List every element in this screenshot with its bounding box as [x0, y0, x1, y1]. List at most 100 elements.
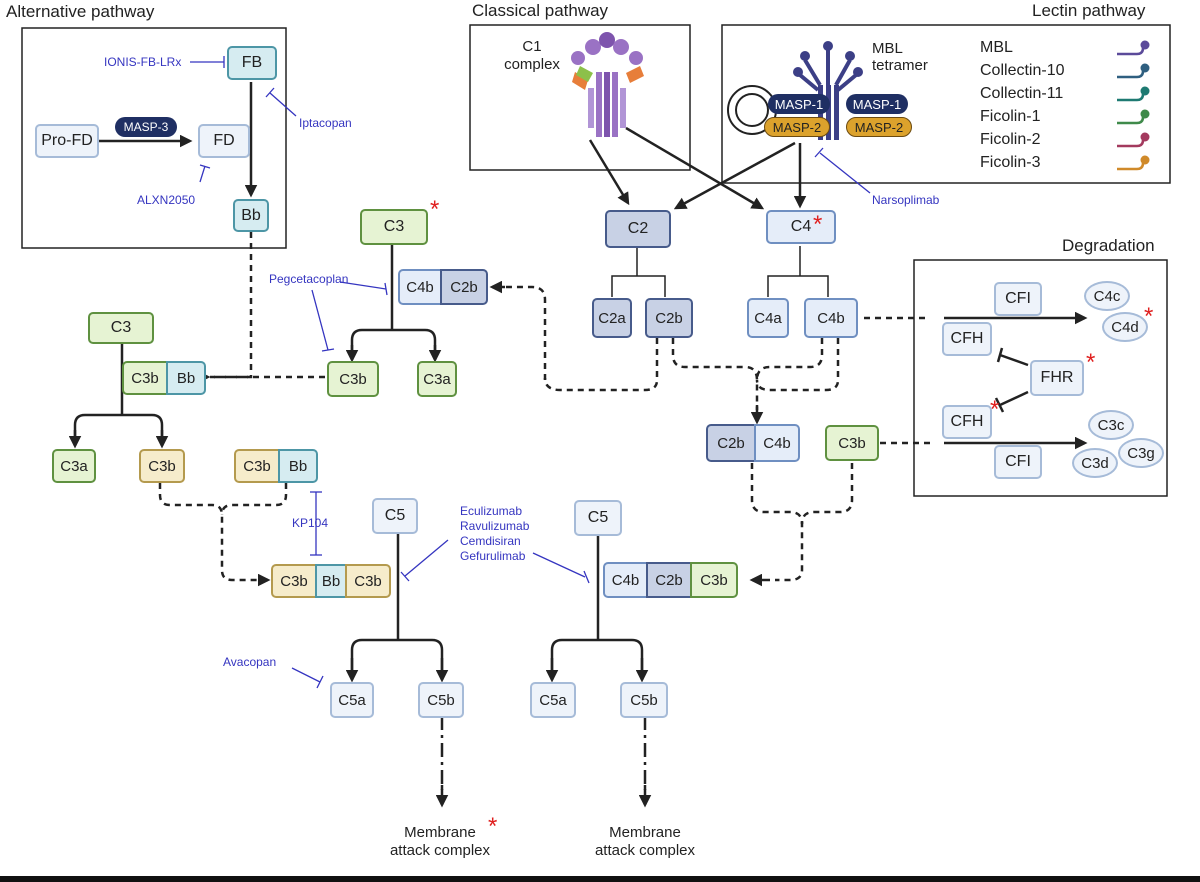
legend-line [1117, 70, 1145, 79]
c3c-node: C3c [1088, 410, 1134, 440]
c3b-right-node: C3b [825, 425, 879, 461]
star-fhr: * [1086, 349, 1096, 376]
c3b-bb-bb: Bb [278, 449, 318, 483]
classical-panel [469, 24, 691, 171]
bb-node: Bb [233, 199, 269, 232]
mbl-tetramer-label: MBL tetramer [872, 40, 928, 74]
cfi-top-node: CFI [994, 282, 1042, 316]
c5conv-alt-c3b1: C3b [271, 564, 317, 598]
fb-node: FB [227, 46, 277, 80]
c3g-node: C3g [1118, 438, 1164, 468]
legend-line [1117, 116, 1145, 125]
pro-fd-node: Pro-FD [35, 124, 99, 158]
c4a-node: C4a [747, 298, 789, 338]
c3-top-node: C3 [360, 209, 428, 245]
c3d-node: C3d [1072, 448, 1118, 478]
c3conv-cl-c4b: C4b [754, 424, 800, 462]
c1-complex-icon [571, 32, 644, 137]
c2a-node: C2a [592, 298, 632, 338]
degradation-title: Degradation [1062, 236, 1155, 255]
c3-left-node: C3 [88, 312, 154, 344]
c5conv-alt-bb: Bb [315, 564, 347, 598]
c2b-top: C2b [440, 269, 488, 305]
legend-label: MBL [980, 39, 1013, 56]
legend-dot [1140, 155, 1150, 165]
masp1-left: MASP-1 [768, 94, 830, 114]
c3conv-cl-c2b: C2b [706, 424, 756, 462]
alternative-pathway-title: Alternative pathway [6, 2, 155, 21]
legend-line [1117, 93, 1145, 102]
c5a-right-node: C5a [530, 682, 576, 718]
masp1-right: MASP-1 [846, 94, 908, 114]
cfi-bottom-node: CFI [994, 445, 1042, 479]
c1-complex-label: C1 complex [504, 38, 560, 73]
drug-c5-inhibitors: Eculizumab Ravulizumab Cemdisiran Gefuru… [460, 504, 530, 563]
lectin-panel [721, 24, 1171, 184]
c5conv-alt-c3b2: C3b [345, 564, 391, 598]
legend-label: Collectin-10 [980, 62, 1065, 79]
classical-pathway-title: Classical pathway [472, 1, 609, 20]
legend-dot [1140, 86, 1150, 96]
legend-label: Ficolin-3 [980, 154, 1041, 171]
legend-dot [1140, 132, 1150, 142]
legend-label: Ficolin-1 [980, 108, 1041, 125]
legend-dot [1140, 63, 1150, 73]
c4b-node: C4b [804, 298, 858, 338]
c3b-low-node: C3b [139, 449, 185, 483]
legend-line [1117, 139, 1145, 148]
star-c3-top: * [430, 196, 440, 223]
legend-line [1117, 47, 1145, 56]
star-c4: * [813, 211, 823, 238]
drug-alxn2050: ALXN2050 [137, 193, 196, 207]
c5conv-cl-c4b: C4b [603, 562, 648, 598]
c5b-left-node: C5b [418, 682, 464, 718]
c4-node: C4 [766, 210, 836, 244]
alternative-panel [21, 27, 287, 249]
c5-right-node: C5 [574, 500, 622, 536]
masp3-pill: MASP-3 [115, 117, 177, 137]
degradation-panel [913, 259, 1168, 497]
star-cfh: * [990, 396, 1000, 423]
c5a-left-node: C5a [330, 682, 374, 718]
drug-pegcetacoplan: Pegcetacoplan [269, 272, 349, 286]
mac-right-label: Membrane attack complex [594, 824, 696, 859]
c3a-mid-node: C3a [417, 361, 457, 397]
bb-left: Bb [166, 361, 206, 395]
c5conv-cl-c3b: C3b [690, 562, 738, 598]
c2-node: C2 [605, 210, 671, 248]
c5conv-cl-c2b: C2b [646, 562, 692, 598]
fhr-node: FHR [1030, 360, 1084, 396]
fd-node: FD [198, 124, 250, 158]
masp2-right: MASP-2 [846, 117, 912, 137]
drug-ionis-fb-lrx: IONIS-FB-LRx [104, 55, 182, 69]
masp2-left: MASP-2 [764, 117, 830, 137]
drug-kp104: KP104 [292, 516, 329, 530]
star-c4d: * [1144, 303, 1154, 330]
lectin-pathway-title: Lectin pathway [1032, 1, 1146, 20]
cfh-bottom-node: CFH [942, 405, 992, 439]
c3b-left: C3b [122, 361, 168, 395]
c3b-bb-c3b: C3b [234, 449, 280, 483]
legend-line [1117, 162, 1145, 171]
c4c-node: C4c [1084, 281, 1130, 311]
c4d-node: C4d [1102, 312, 1148, 342]
drug-avacopan: Avacopan [223, 655, 277, 669]
drug-narsoplimab: Narsoplimab [872, 193, 940, 207]
bottom-bar [0, 876, 1200, 882]
c4-label: C4 [790, 218, 812, 235]
c5b-right-node: C5b [620, 682, 668, 718]
legend-glyphs [1117, 40, 1150, 171]
drug-iptacopan: Iptacopan [299, 116, 352, 130]
legend-dot [1140, 109, 1150, 119]
c4b-top: C4b [398, 269, 442, 305]
legend-label: Collectin-11 [980, 85, 1064, 102]
legend-label: Ficolin-2 [980, 131, 1041, 148]
c2b-node: C2b [645, 298, 693, 338]
c5-left-node: C5 [372, 498, 418, 534]
c3b-mid-node: C3b [327, 361, 379, 397]
cfh-top-node: CFH [942, 322, 992, 356]
c3a-low-node: C3a [52, 449, 96, 483]
star-mac: * [488, 813, 498, 840]
